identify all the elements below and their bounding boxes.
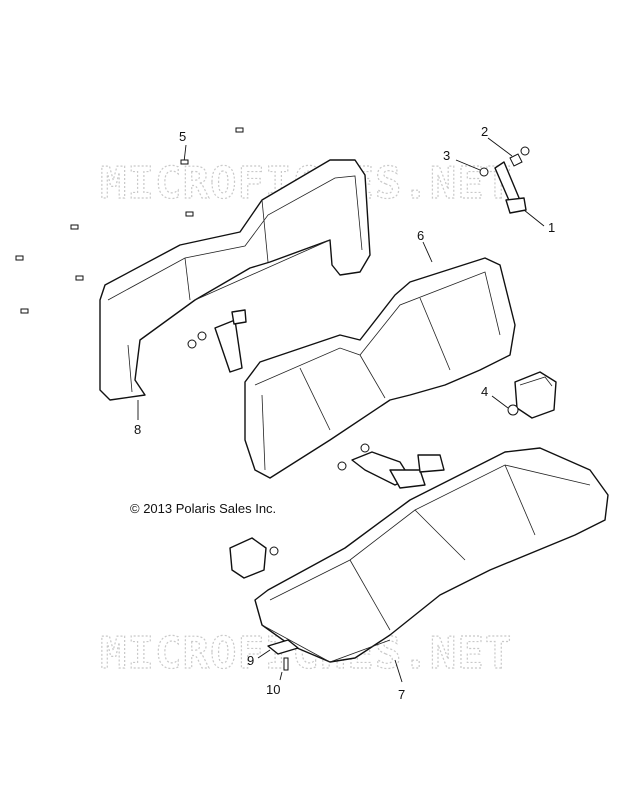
callout-3: 3	[443, 148, 450, 163]
callout-2: 2	[481, 124, 488, 139]
callout-5: 5	[179, 129, 186, 144]
part-3-bolt	[455, 159, 489, 177]
part-9-clip	[257, 639, 299, 659]
part-1-bracket	[494, 161, 545, 227]
part-5-screws	[15, 127, 244, 314]
callout-4: 4	[481, 384, 488, 399]
copyright-text: © 2013 Polaris Sales Inc.	[130, 501, 276, 516]
part-4-buckle-housing	[491, 371, 557, 419]
part-6-seat-back-cushion	[244, 257, 516, 479]
part-10-screw	[279, 657, 289, 681]
callout-1: 1	[548, 220, 555, 235]
callout-8: 8	[134, 422, 141, 437]
callout-9: 9	[247, 653, 254, 668]
leader-6	[422, 241, 433, 263]
seat-belt-brackets	[187, 309, 247, 373]
part-2-nut	[487, 137, 530, 167]
callout-6: 6	[417, 228, 424, 243]
callout-10: 10	[266, 682, 280, 697]
buckle-housing-left	[229, 537, 279, 579]
seat-belt-buckles	[337, 443, 445, 489]
part-7-seat-bottom-cushion	[254, 447, 609, 683]
callout-7: 7	[398, 687, 405, 702]
part-8-seat-back-frame	[99, 159, 371, 401]
